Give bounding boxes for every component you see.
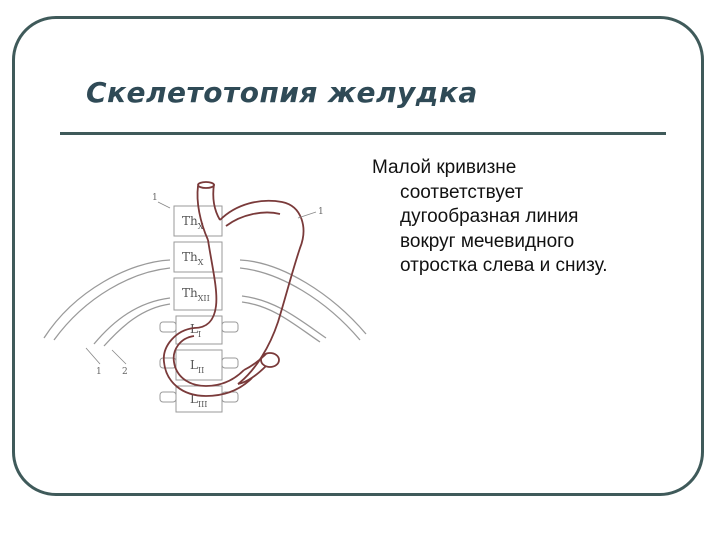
stomach-outline xyxy=(163,181,305,397)
body-line-4: вокруг мечевидного xyxy=(400,230,575,252)
vertebra-label-l1: LI xyxy=(190,322,201,339)
right-costal-arch xyxy=(239,259,367,343)
callouts xyxy=(85,201,317,365)
callout-1-rib: 1 xyxy=(96,367,102,377)
vertebra-label-l2: LII xyxy=(190,358,204,375)
body-line-3: дугообразная линия xyxy=(400,206,579,227)
callout-1-top: 1 xyxy=(152,193,158,203)
slide-title: Скелетотопия желудка xyxy=(86,76,478,109)
body-line-1: Малой кривизне xyxy=(372,157,517,178)
vertebra-label-th11: ThX xyxy=(182,250,204,267)
body-line-5: отростка слева и снизу. xyxy=(400,255,608,276)
slide-frame xyxy=(12,16,704,496)
left-costal-arch xyxy=(43,259,171,347)
vertebra-label-th12: ThXII xyxy=(182,286,210,303)
slide-body-text: Малой кривизне соответствует дугообразна… xyxy=(372,156,672,279)
vertebra-label-l3: LIII xyxy=(190,392,207,409)
callout-2-rib: 2 xyxy=(122,367,128,377)
callout-1-stomach: 1 xyxy=(318,207,324,217)
title-divider xyxy=(60,132,666,135)
vertebra-label-th10: ThX xyxy=(182,214,204,231)
vertebra-labels: ThX ThX ThXII LI LII LIII xyxy=(182,214,210,409)
stomach-skeletotopy-figure: ThX ThX ThXII LI LII LIII 1 1 1 2 xyxy=(43,181,367,413)
body-line-2: соответствует xyxy=(400,181,524,203)
